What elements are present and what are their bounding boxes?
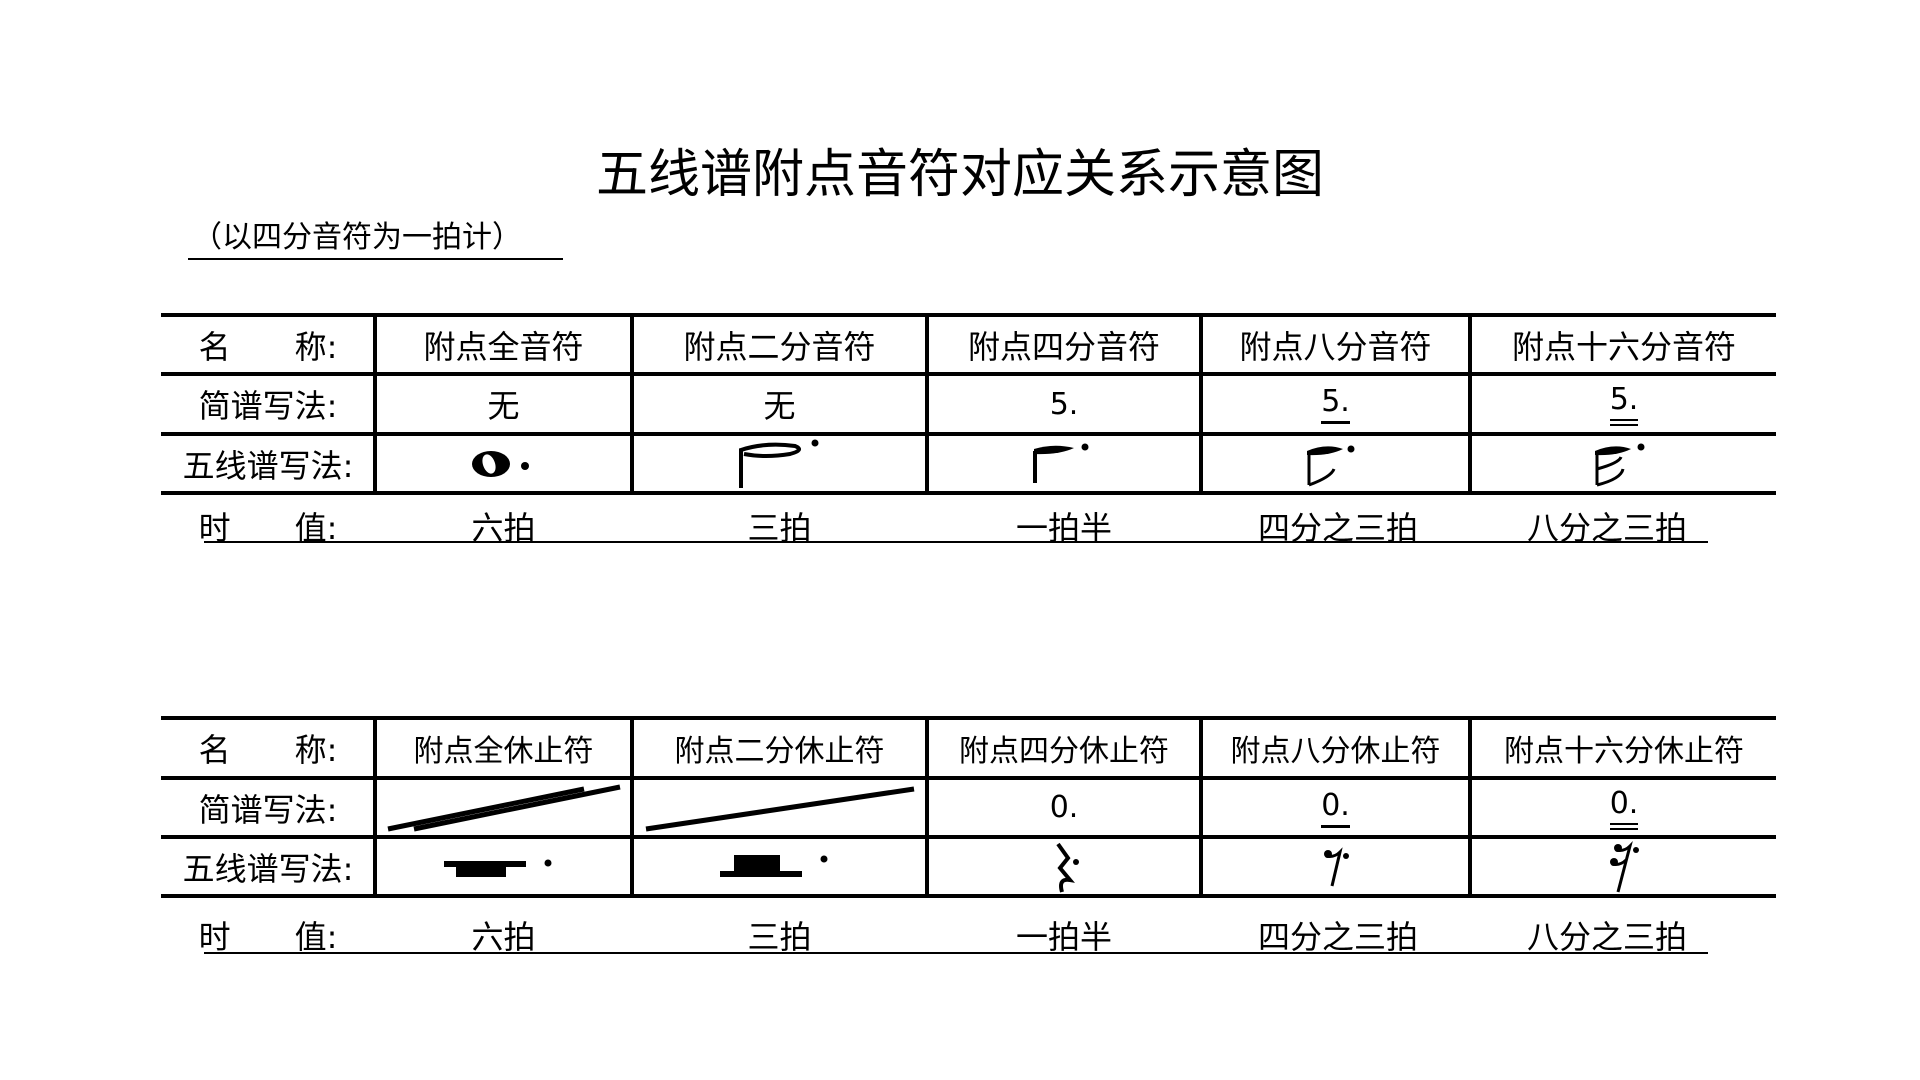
note-name: 附点八分音符 <box>1239 327 1432 366</box>
page-title: 五线谱附点音符对应关系示意图 <box>595 145 1324 205</box>
rest-jianpu: 0. <box>1049 790 1079 825</box>
dotted-sixteenth-note-icon <box>1472 436 1776 491</box>
row-label-duration: 时 值: <box>198 918 338 956</box>
row-label-jianpu: 简谱写法: <box>198 387 338 425</box>
dotted-quarter-rest-icon <box>929 839 1199 894</box>
dotted-half-note-icon <box>634 436 925 491</box>
rest-name: 附点八分休止符 <box>1230 734 1441 769</box>
row-label-duration: 时 值: <box>198 509 338 547</box>
rest-duration: 六拍 <box>471 918 536 956</box>
slash-icon <box>634 780 925 835</box>
row-label-staff: 五线谱写法: <box>182 849 354 888</box>
rest-duration: 一拍半 <box>1015 918 1112 956</box>
row-label-name: 名 称: <box>198 327 338 366</box>
row-label-staff: 五线谱写法: <box>182 446 354 485</box>
rests-table: 名 称: 简谱写法: 五线谱写法: 时 值: 附点全休止符 附点二分休止符 附点… <box>161 716 1776 956</box>
note-name: 附点十六分音符 <box>1511 327 1736 366</box>
dotted-quarter-note-icon <box>929 436 1199 491</box>
dotted-half-rest-icon <box>634 839 925 894</box>
row-label-name: 名 称: <box>198 731 338 769</box>
dotted-eighth-note-icon <box>1203 436 1468 491</box>
notes-table: 名 称: 简谱写法: 五线谱写法: 时 值: 附点全音符 附点二分音符 附点四分… <box>161 313 1776 553</box>
note-jianpu: 无 <box>487 387 520 425</box>
double-slash-icon <box>377 780 630 835</box>
dotted-sixteenth-rest-icon <box>1472 839 1776 894</box>
note-jianpu: 5. <box>1609 382 1639 426</box>
rest-name: 附点全休止符 <box>413 734 594 769</box>
rest-duration: 三拍 <box>747 918 812 956</box>
dotted-whole-note-icon <box>377 436 630 491</box>
note-duration: 六拍 <box>471 509 536 547</box>
note-duration: 一拍半 <box>1015 509 1112 547</box>
rest-name: 附点四分休止符 <box>959 734 1169 769</box>
note-name: 附点四分音符 <box>967 327 1160 366</box>
dotted-eighth-rest-icon <box>1203 839 1468 894</box>
note-jianpu: 5. <box>1321 384 1350 424</box>
note-jianpu: 无 <box>763 387 796 425</box>
rest-jianpu: 0. <box>1609 786 1639 830</box>
note-name: 附点全音符 <box>423 327 584 366</box>
rest-duration: 四分之三拍 <box>1257 918 1418 956</box>
row-label-jianpu: 简谱写法: <box>198 790 338 829</box>
note-duration: 三拍 <box>747 509 812 547</box>
dotted-whole-rest-icon <box>377 839 630 894</box>
rest-name: 附点二分休止符 <box>674 734 885 769</box>
note-jianpu: 5. <box>1049 386 1079 422</box>
note-duration: 八分之三拍 <box>1526 509 1687 547</box>
note-name: 附点二分音符 <box>683 327 876 366</box>
subtitle: （以四分音符为一拍计） <box>188 212 563 260</box>
note-duration: 四分之三拍 <box>1257 509 1418 547</box>
rest-jianpu: 0. <box>1321 788 1350 828</box>
rest-name: 附点十六分休止符 <box>1504 734 1744 769</box>
rest-duration: 八分之三拍 <box>1526 918 1687 956</box>
